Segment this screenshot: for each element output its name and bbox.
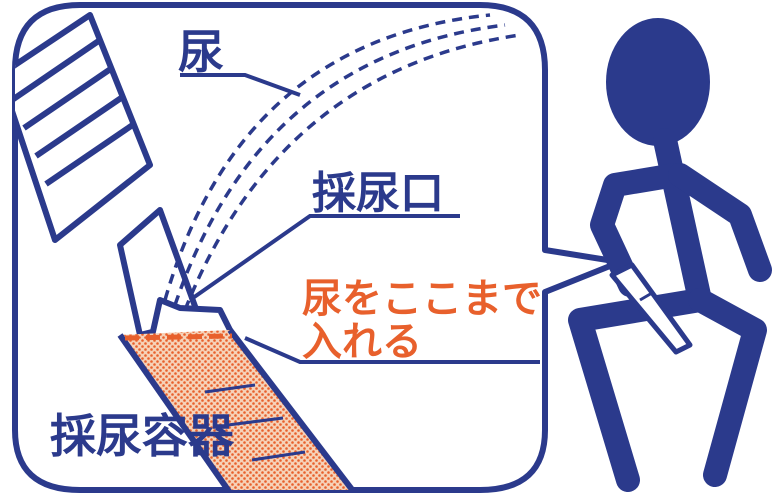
label-container: 採尿容器 xyxy=(50,409,235,463)
urine-collection-cup-icon xyxy=(15,12,363,490)
container-body xyxy=(120,330,360,490)
label-urine: 尿 xyxy=(178,25,224,79)
port-leader-line xyxy=(188,214,460,302)
label-fill-line-1: 尿をここまで xyxy=(302,276,542,322)
fill-leader-line xyxy=(244,336,540,364)
held-cup-icon xyxy=(609,262,693,355)
urine-leader-line xyxy=(180,73,301,97)
figure-head xyxy=(606,18,710,146)
urine-stream xyxy=(163,13,521,311)
label-fill-line-2: 入れる xyxy=(302,319,422,365)
crouching-person-icon xyxy=(568,18,772,492)
label-collection-port: 採尿口 xyxy=(312,168,444,219)
fill-line xyxy=(124,333,233,341)
